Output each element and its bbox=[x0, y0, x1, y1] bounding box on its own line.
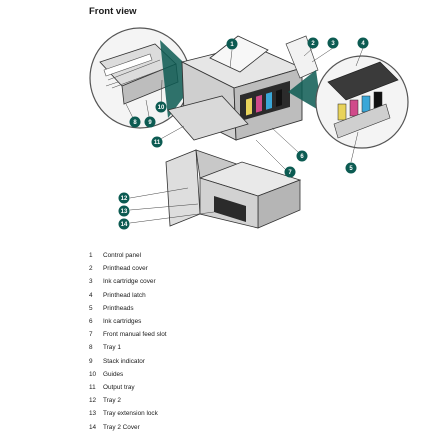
callout-6-label: 6 bbox=[300, 154, 304, 160]
callout-13-label: 13 bbox=[121, 209, 128, 215]
callout-11-label: 11 bbox=[154, 140, 161, 146]
legend-number: 10 bbox=[89, 370, 97, 378]
callout-badges: 1 2 3 4 5 6 7 8 9 10 11 12 13 14 bbox=[118, 37, 369, 230]
printer-front-view-illustration: 1 2 3 4 5 6 7 8 9 10 11 12 13 14 bbox=[89, 27, 409, 230]
legend-number: 12 bbox=[89, 397, 97, 405]
legend-label: Front manual feed slot bbox=[103, 331, 167, 339]
legend-label: Ink cartridges bbox=[103, 318, 142, 326]
legend-row: 9 Stack indicator bbox=[89, 355, 339, 368]
callout-1-label: 1 bbox=[230, 42, 234, 48]
inset-connector-left bbox=[160, 40, 200, 118]
callout-10: 10 bbox=[155, 101, 167, 113]
callout-6: 6 bbox=[296, 150, 308, 162]
legend-label: Ink cartridge cover bbox=[103, 278, 156, 286]
callout-5-label: 5 bbox=[349, 166, 353, 172]
callout-3-label: 3 bbox=[331, 41, 335, 47]
legend-label: Guides bbox=[103, 370, 124, 378]
callout-2: 2 bbox=[307, 37, 319, 49]
legend-row: 12 Tray 2 bbox=[89, 394, 339, 407]
callout-7-label: 7 bbox=[288, 170, 292, 176]
legend-number: 14 bbox=[89, 423, 97, 431]
printer-body bbox=[167, 35, 319, 141]
callout-1: 1 bbox=[226, 38, 238, 50]
legend-number: 6 bbox=[89, 318, 93, 326]
callout-9-label: 9 bbox=[148, 120, 152, 126]
legend-label: Output tray bbox=[103, 383, 135, 391]
callout-8-label: 8 bbox=[133, 120, 137, 126]
inset-connector-right bbox=[288, 70, 322, 112]
callout-7: 7 bbox=[284, 166, 296, 178]
legend-row: 5 Printheads bbox=[89, 302, 339, 315]
legend-number: 5 bbox=[89, 304, 93, 312]
callout-11: 11 bbox=[151, 136, 163, 148]
callout-2-label: 2 bbox=[311, 41, 315, 47]
legend-number: 13 bbox=[89, 410, 97, 418]
callout-8: 8 bbox=[129, 116, 141, 128]
callout-13: 13 bbox=[118, 205, 130, 217]
callout-9: 9 bbox=[144, 116, 156, 128]
printheads-detail-inset bbox=[315, 55, 409, 149]
legend-label: Stack indicator bbox=[103, 357, 145, 365]
legend-number: 1 bbox=[89, 252, 93, 260]
legend-label: Tray extension lock bbox=[103, 410, 158, 418]
leader-lines bbox=[105, 47, 364, 224]
legend-number: 9 bbox=[89, 357, 93, 365]
legend-row: 2 Printhead cover bbox=[89, 262, 339, 275]
legend-number: 4 bbox=[89, 291, 93, 299]
callout-4: 4 bbox=[357, 37, 369, 49]
callout-12: 12 bbox=[118, 192, 130, 204]
legend-label: Tray 2 bbox=[103, 397, 121, 405]
legend-number: 11 bbox=[89, 383, 96, 391]
callout-14: 14 bbox=[118, 218, 130, 230]
callout-12-label: 12 bbox=[121, 196, 128, 202]
legend-number: 2 bbox=[89, 265, 93, 273]
legend-label: Printheads bbox=[103, 304, 134, 312]
callout-3: 3 bbox=[327, 37, 339, 49]
page-title: Front view bbox=[89, 6, 137, 17]
legend-number: 7 bbox=[89, 331, 93, 339]
callout-14-label: 14 bbox=[121, 222, 128, 228]
callout-10-label: 10 bbox=[158, 105, 165, 111]
callout-4-label: 4 bbox=[361, 41, 365, 47]
legend-row: 14 Tray 2 Cover bbox=[89, 420, 339, 433]
legend-row: 10 Guides bbox=[89, 368, 339, 381]
legend-label: Tray 2 Cover bbox=[103, 423, 140, 431]
legend-row: 1 Control panel bbox=[89, 249, 339, 262]
callout-5: 5 bbox=[345, 162, 357, 174]
legend-row: 3 Ink cartridge cover bbox=[89, 275, 339, 288]
legend-row: 6 Ink cartridges bbox=[89, 315, 339, 328]
legend-number: 8 bbox=[89, 344, 93, 352]
legend-label: Control panel bbox=[103, 252, 142, 260]
legend-row: 11 Output tray bbox=[89, 381, 339, 394]
legend-label: Printhead latch bbox=[103, 291, 146, 299]
legend-row: 13 Tray extension lock bbox=[89, 407, 339, 420]
legend-row: 8 Tray 1 bbox=[89, 341, 339, 354]
legend-label: Printhead cover bbox=[103, 265, 148, 273]
legend-number: 3 bbox=[89, 278, 93, 286]
legend-row: 7 Front manual feed slot bbox=[89, 328, 339, 341]
legend-row: 4 Printhead latch bbox=[89, 289, 339, 302]
tray2-assembly bbox=[165, 149, 302, 229]
legend-label: Tray 1 bbox=[103, 344, 121, 352]
